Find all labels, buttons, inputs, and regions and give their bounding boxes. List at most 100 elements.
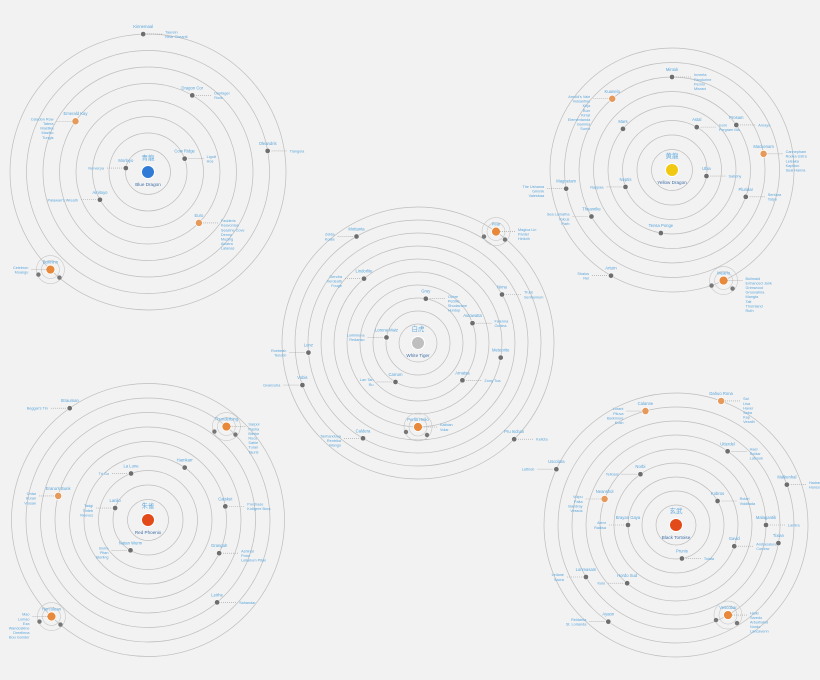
- center-star-icon[interactable]: [141, 513, 155, 527]
- rocky-planet-icon: [622, 184, 629, 190]
- planet-name: Catsket: [218, 496, 233, 501]
- planet-meteorite[interactable]: Meteorite: [492, 348, 510, 361]
- planet-name: Ubia: [702, 166, 711, 171]
- planet-herculean[interactable]: HerculeanMaoLumaoEzaWandoskineDreelinnaB…: [9, 602, 66, 640]
- rocky-planet-icon: [669, 74, 675, 80]
- satellite-label: Haver: [743, 406, 754, 410]
- planet-tensa-ponge[interactable]: Tensa Ponge: [649, 223, 674, 236]
- center-star-icon[interactable]: [669, 518, 683, 532]
- center-star-icon[interactable]: [141, 165, 155, 179]
- satellite-label: Piluva: [613, 412, 624, 416]
- satellite-label: Sarpor: [248, 423, 260, 427]
- planet-thunderbing[interactable]: ThunderbingSarporPashaBierkeRucuSableTur…: [212, 412, 261, 455]
- planet-name: Thunderbing: [215, 417, 239, 422]
- satellite-label: Ontar: [27, 492, 37, 496]
- planet-name: Lanilo: [110, 498, 122, 503]
- planet-name: Oleandris: [259, 141, 277, 146]
- satellite-label: Vulpu: [573, 495, 583, 499]
- center-star-icon[interactable]: [665, 163, 679, 177]
- planet-tixian[interactable]: Tixian: [773, 533, 785, 546]
- planet-name: Neanshol: [596, 489, 614, 494]
- planet-vescobar[interactable]: VescobarHaikiSaredoArburtwindNurdoLancav…: [713, 600, 769, 634]
- system-title-en: Black Tortoise: [662, 535, 691, 540]
- satellite-label: Rooka Ustra: [786, 155, 808, 159]
- satellite-label: Haiki: [750, 611, 759, 615]
- rocky-planet-icon: [637, 471, 644, 478]
- planet-mars[interactable]: Mars: [618, 119, 628, 132]
- satellite-label: Vessos: [570, 509, 582, 513]
- satellite-label: Lorant: [613, 407, 625, 411]
- orbit-ring: [564, 62, 780, 278]
- orbit-ring: [636, 134, 708, 206]
- planet-name: Meteorite: [492, 348, 510, 353]
- planet-hamkarr[interactable]: Hamkarr: [177, 458, 194, 471]
- satellite-label: Tatera: [43, 122, 54, 126]
- center-star-icon[interactable]: [411, 336, 425, 350]
- satellite-label: Lisa: [743, 402, 751, 406]
